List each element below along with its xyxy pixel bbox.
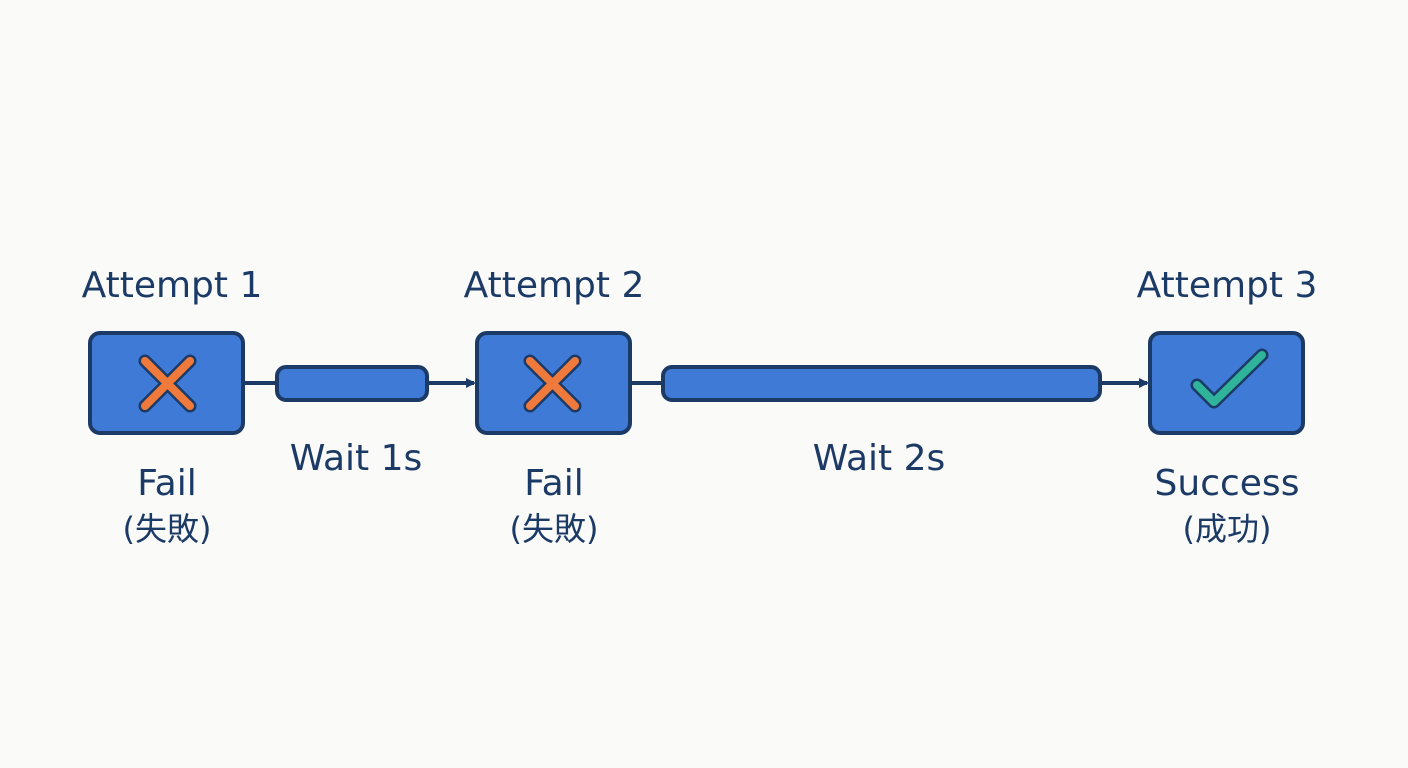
attempt-2: Attempt 2 Fail (失敗) [464,265,645,548]
wait-bar-1 [275,365,429,402]
wait-bar-2 [661,365,1102,402]
attempt-3-status-sub: (成功) [1183,510,1272,548]
x-icon [523,354,582,413]
check-icon [1190,348,1269,409]
wait-2-label: Wait 2s [813,438,946,479]
wait-1-label: Wait 1s [290,438,423,479]
wait-connector-1: Wait 1s [243,365,476,479]
attempt-1-status-sub: (失敗) [123,510,212,548]
attempt-3-status: Success [1155,463,1300,504]
wait-connector-2: Wait 2s [630,365,1149,479]
attempt-1: Attempt 1 Fail (失敗) [82,265,263,548]
attempt-3: Attempt 3 Success (成功) [1137,265,1318,548]
attempt-1-status: Fail [137,463,196,504]
attempt-1-title: Attempt 1 [82,265,263,306]
attempt-2-status: Fail [524,463,583,504]
attempt-3-title: Attempt 3 [1137,265,1318,306]
x-icon [138,354,197,413]
attempt-2-title: Attempt 2 [464,265,645,306]
attempt-2-status-sub: (失敗) [510,510,599,548]
